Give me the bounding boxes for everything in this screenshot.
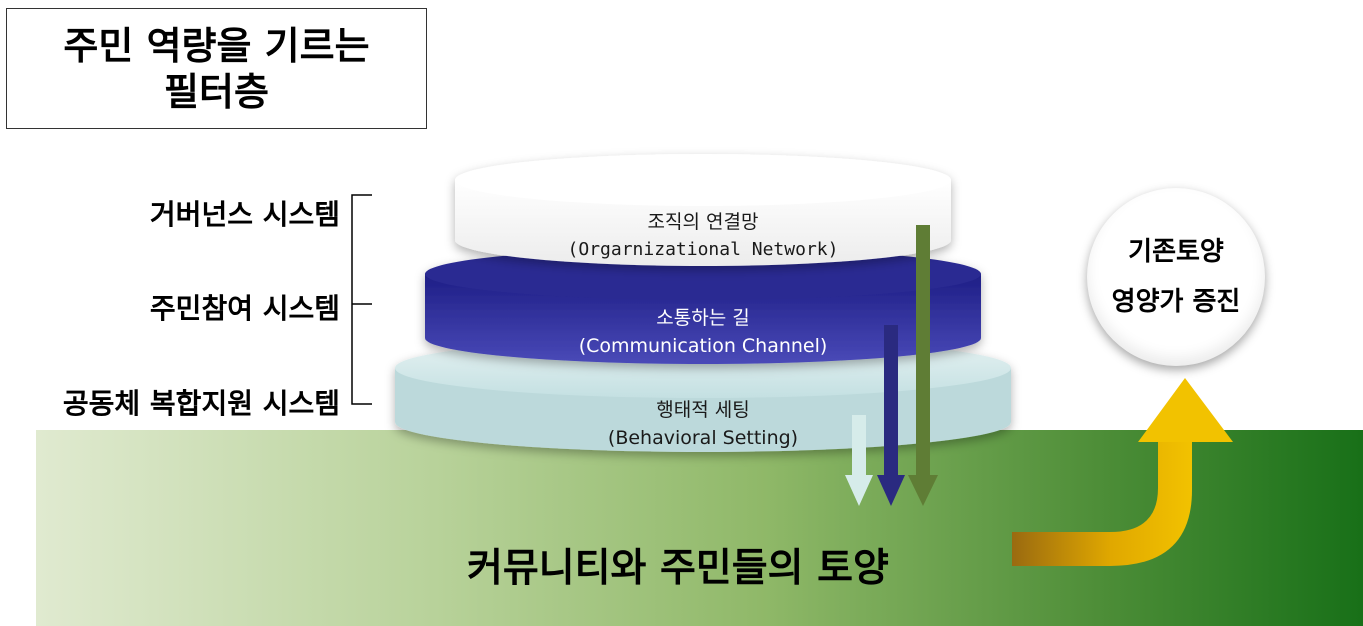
olive-down-arrow <box>908 225 938 506</box>
governance-system-label: 거버넌스 시스템 <box>149 198 340 231</box>
participation-system-label: 주민참여 시스템 <box>149 292 340 325</box>
middle-layer-english: (Communication Channel) <box>578 335 828 357</box>
top-layer-label: 조직의 연결망 (Orgarnizational Network) <box>423 208 983 264</box>
navy-down-arrow <box>877 325 905 506</box>
outcome-circle: 기존토양 영양가 증진 <box>1087 188 1265 366</box>
middle-layer-korean: 소통하는 길 <box>656 307 750 329</box>
title-box: 주민 역량을 기르는 필터층 <box>6 8 427 129</box>
bottom-layer-label: 행태적 세팅 (Behavioral Setting) <box>423 396 983 452</box>
middle-layer-label: 소통하는 길 (Communication Channel) <box>423 304 983 360</box>
bottom-layer-english: (Behavioral Setting) <box>607 427 799 449</box>
gold-up-arrow <box>1012 378 1233 566</box>
title-line-2: 필터층 <box>164 69 269 114</box>
top-layer-korean: 조직의 연결망 <box>647 211 759 233</box>
outcome-line-2: 영양가 증진 <box>1111 287 1241 317</box>
title-line-1: 주민 역량을 기르는 <box>63 23 370 68</box>
outcome-line-1: 기존토양 <box>1128 237 1224 267</box>
system-bracket <box>351 194 372 405</box>
top-layer-english: (Orgarnizational Network) <box>567 239 839 260</box>
community-support-system-label: 공동체 복합지원 시스템 <box>62 387 340 420</box>
soil-label: 커뮤니티와 주민들의 토양 <box>467 546 889 591</box>
bottom-layer-korean: 행태적 세팅 <box>656 399 750 421</box>
light-down-arrow <box>845 415 873 506</box>
top-layer-disc <box>455 154 951 266</box>
